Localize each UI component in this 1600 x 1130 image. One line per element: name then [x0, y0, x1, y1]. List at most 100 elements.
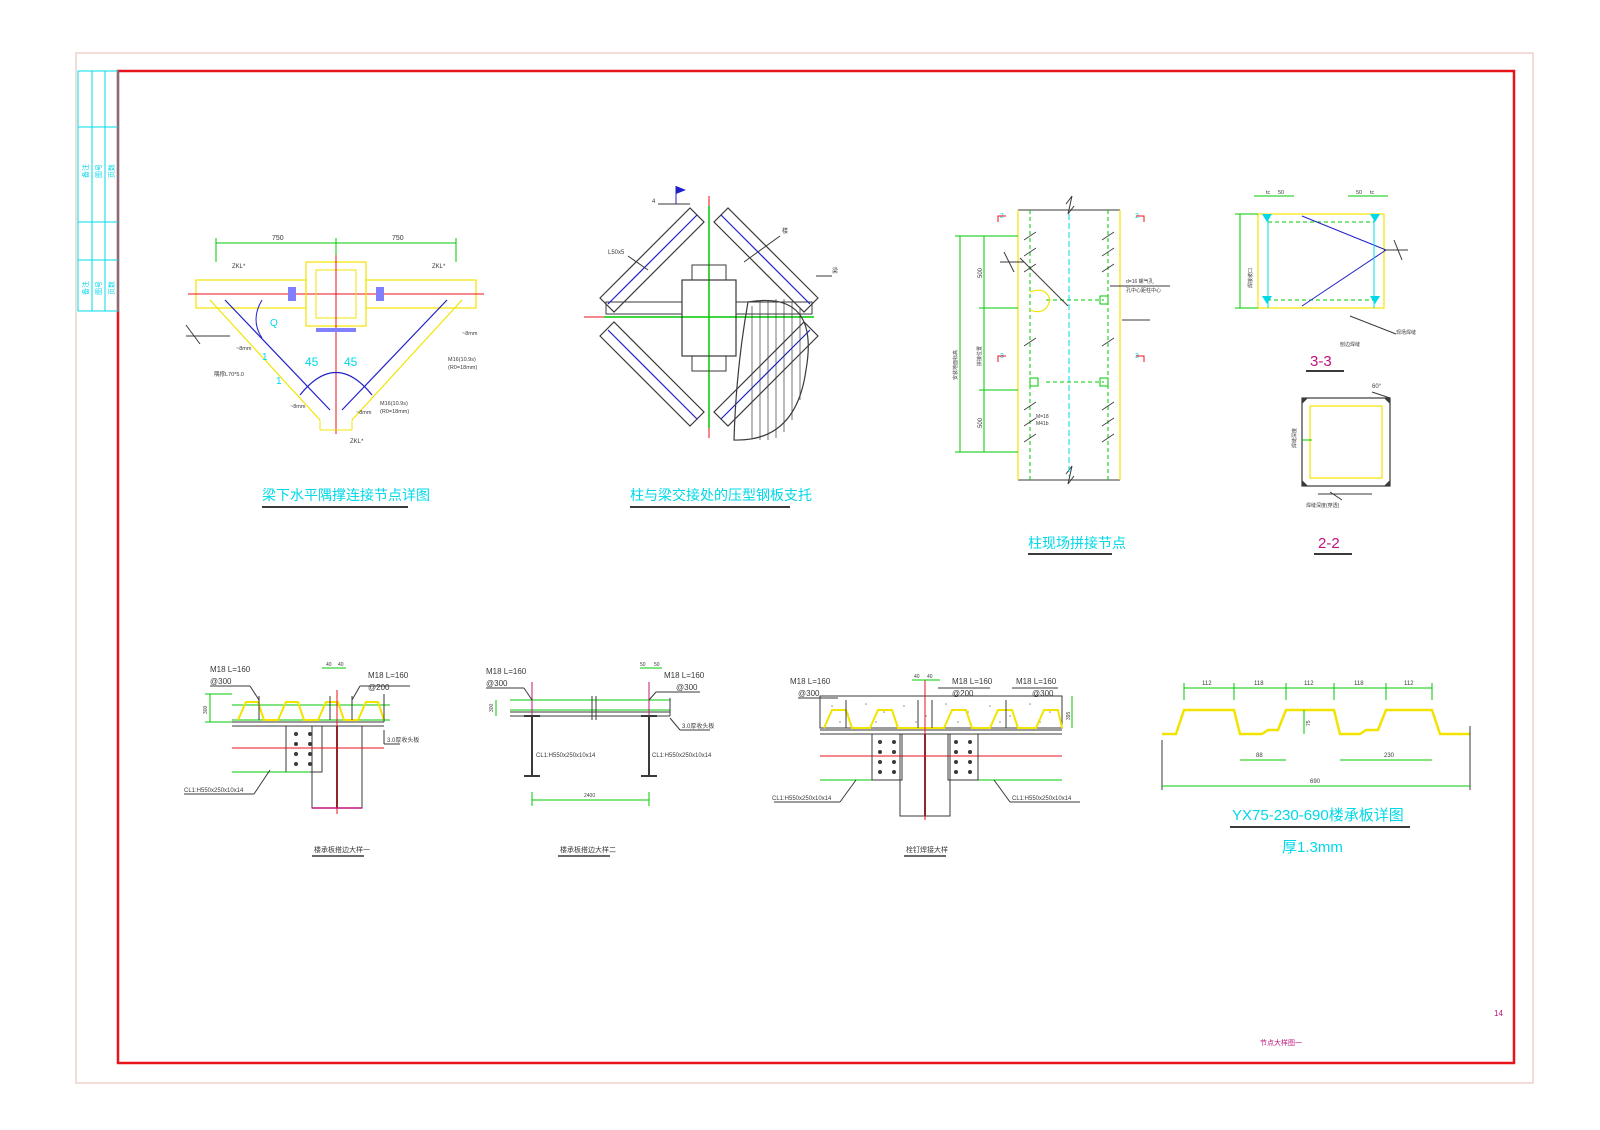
d3-note-d16: d=16 螺气孔	[1126, 278, 1154, 285]
d8-dim-118b: 118	[1354, 681, 1364, 687]
d8-subtitle: 厚1.3mm	[1282, 839, 1343, 856]
d2-label-top: 楼	[782, 227, 788, 235]
d5-bolt-b2: @200	[368, 683, 390, 692]
detail-edge-1: 40 40 M18 L=160 @300 M18 L=160 @200 300 …	[184, 662, 419, 857]
d5-bolt-b: M18 L=160	[368, 671, 409, 680]
d7-bolt-c: M18 L=160	[1016, 677, 1057, 686]
title-block-col-b: 图号	[95, 164, 103, 178]
d7-dim-40b: 40	[927, 674, 933, 680]
d6-caption: 楼承板搭边大样二	[560, 845, 616, 854]
d7-beam-a: CL1:H550x250x10x14	[772, 796, 832, 802]
d1-m16-a2: (R0=18mm)	[448, 365, 477, 371]
d7-bolt-c2: @300	[1032, 689, 1054, 698]
d1-gl-bottom: ZKL*	[350, 439, 364, 445]
title-block: 备注 图号 页数 备注 图号 页数	[77, 70, 119, 312]
red-drawing-frame	[116, 69, 1516, 1065]
d7-caption: 栓钉焊接大样	[906, 845, 948, 854]
d7-dim-40a: 40	[914, 674, 920, 680]
d5-dim-40a: 40	[326, 662, 332, 668]
d1-gl-left: ZKL*	[232, 264, 246, 270]
d2-label-4: 4	[652, 199, 656, 205]
d7-bolt-a: M18 L=160	[790, 677, 831, 686]
d1-label-q: Q	[270, 318, 278, 329]
detail-sections: tc 50 50 tc 现场焊缝 刨边焊缝 焊接坡口 3-3 60° 焊缝深度 …	[1235, 190, 1416, 555]
d4-dim-50b: 50	[1356, 190, 1362, 196]
d1-label-1a: 1	[262, 352, 268, 363]
d8-dim-118a: 118	[1254, 681, 1264, 687]
d4-angle-60: 60°	[1372, 384, 1382, 390]
d1-label-1b: 1	[276, 376, 282, 387]
d1-plate: 隅撑L70*5.0	[214, 370, 244, 378]
d6-dim-50a: 50	[640, 662, 646, 668]
d5-bolt-a2: @300	[210, 677, 232, 686]
d1-gl-right: ZKL*	[432, 264, 446, 270]
d7-beam-b: CL1:H550x250x10x14	[1012, 796, 1072, 802]
d6-beam-b: CL1:H550x250x10x14	[652, 753, 712, 759]
d5-dim-40b: 40	[338, 662, 344, 668]
d7-bolt-a2: @300	[798, 689, 820, 698]
detail-knee-brace: 750 750 45 45 1 1 Q ZKL* ZKL* ZKL* M16(1…	[185, 235, 484, 508]
d7-bolt-b: M18 L=160	[952, 677, 993, 686]
d6-bolt-b: M18 L=160	[664, 671, 705, 680]
detail-edge-2: 2400 M18 L=160 @300 M18 L=160 @300 50 50…	[486, 662, 714, 857]
d4-note-b: 刨边焊缝	[1340, 341, 1360, 348]
d8-dim-112b: 112	[1304, 681, 1314, 687]
d3-side-text2: 拼接位置	[976, 346, 983, 366]
d3-title: 柱现场拼接节点	[1028, 535, 1126, 551]
d1-dim-left: 750	[272, 235, 284, 242]
sheet-title: 节点大样图一	[1260, 1038, 1302, 1047]
d6-note-plate: 3.0厚收头板	[682, 722, 714, 730]
d1-title: 梁下水平隅撑连接节点详图	[262, 487, 430, 503]
d4-note-d: 焊缝深度(穿透)	[1306, 502, 1340, 509]
d2-title: 柱与梁交接处的压型钢板支托	[630, 487, 812, 503]
d1-8mm-a: ~8mm	[236, 346, 252, 352]
d3-side-text: 安装地面标高	[952, 350, 959, 380]
title-block-col-c: 页数	[107, 164, 116, 178]
d6-bolt-b2: @300	[676, 683, 698, 692]
d1-dim-right: 750	[392, 235, 404, 242]
d4-note-c: 焊接坡口	[1247, 268, 1254, 288]
d5-caption: 楼承板搭边大样一	[314, 845, 370, 854]
d5-bolt-a: M18 L=160	[210, 665, 251, 674]
title-block-col-a: 备注	[81, 164, 90, 178]
d1-8mm-b: ~8mm	[462, 331, 478, 337]
d6-bolt-a2: @300	[486, 679, 508, 688]
d6-dim-50b: 50	[654, 662, 660, 668]
d8-dim-112c: 112	[1404, 681, 1414, 687]
d8-dim-690: 690	[1310, 779, 1321, 785]
d7-dim-395: 395	[1066, 711, 1072, 720]
d4-note-a: 现场焊缝	[1396, 329, 1416, 336]
d6-bolt-a: M18 L=160	[486, 667, 527, 676]
d4-dim-50a: 50	[1278, 190, 1284, 196]
d8-dim-88: 88	[1256, 753, 1263, 759]
d3-note-d16b: 孔中心距柱中心	[1126, 287, 1161, 294]
d2-label-l50: L50x5	[608, 250, 625, 256]
d2-label-right: 梁	[832, 267, 838, 275]
detail-deck-profile: 112 118 112 118 112 690 88 230 75 YX75-2…	[1161, 681, 1471, 856]
d8-dim-112a: 112	[1202, 681, 1212, 687]
detail-column-splice: 500 500 安装地面标高 拼接位置 2 2 3 3 d=16 螺气孔 孔中心…	[952, 195, 1170, 555]
d3-note-m16b: M41b	[1036, 421, 1049, 427]
d1-angle-b: 45	[344, 355, 358, 369]
d4-dim-tc-a: tc	[1266, 190, 1271, 196]
title-block-col-c2: 页数	[107, 281, 116, 295]
detail-decking-support: 4 L50x5 楼 梁 柱与梁交接处的压型钢板支托	[584, 186, 838, 508]
title-block-col-a2: 备注	[81, 281, 90, 295]
d6-dim-300: 300	[489, 703, 495, 712]
d6-dim-2400: 2400	[584, 793, 595, 799]
d4-title-33: 3-3	[1310, 353, 1332, 370]
d3-dim-500a: 500	[978, 267, 984, 278]
d3-note-m16: M=18	[1036, 414, 1049, 420]
detail-stud-welding: 40 40 M18 L=160 @300 M18 L=160 @200 M18 …	[772, 674, 1080, 857]
d8-title: YX75-230-690楼承板详图	[1232, 806, 1404, 824]
d1-8mm-c: ~8mm	[290, 404, 306, 410]
d1-8mm-d: ~8mm	[356, 410, 372, 416]
d1-m16-b: M16(10.9s)	[380, 401, 408, 407]
d5-note-plate: 3.0厚收头板	[387, 736, 419, 744]
d3-dim-500b: 500	[978, 417, 984, 428]
d7-bolt-b2: @200	[952, 689, 974, 698]
d1-m16-a: M16(10.9s)	[448, 357, 476, 363]
sheet-number: 14	[1494, 1009, 1503, 1018]
d4-side-22: 焊缝深度	[1291, 428, 1298, 448]
